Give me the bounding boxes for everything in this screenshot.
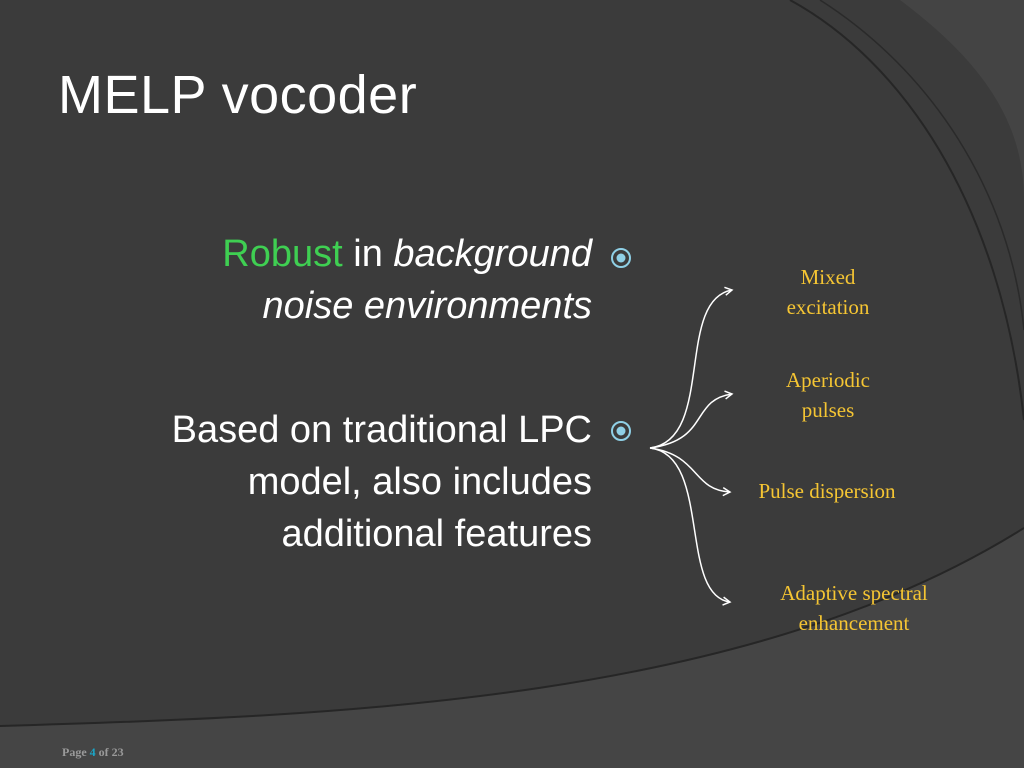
bullet-lpc-model: Based on traditional LPC model, also inc… [92, 404, 592, 560]
page-separator: of [98, 745, 109, 759]
feature-adaptive-spectral-enhancement: Adaptive spectral enhancement [748, 578, 960, 638]
feature-label: enhancement [798, 611, 910, 635]
circled-dot-icon [611, 248, 631, 268]
total-pages: 23 [111, 745, 124, 759]
slide-title: MELP vocoder [58, 65, 418, 125]
feature-label: excitation [786, 295, 870, 319]
feature-aperiodic-pulses: Aperiodic pulses [752, 365, 904, 425]
feature-label: Adaptive spectral [780, 581, 928, 605]
bullet-italic-text: noise environments [262, 285, 592, 327]
feature-mixed-excitation: Mixed excitation [758, 262, 898, 322]
feature-label: Mixed [800, 265, 856, 289]
current-page-number: 4 [89, 745, 96, 759]
feature-label: Pulse dispersion [758, 479, 896, 503]
feature-label: pulses [801, 398, 855, 422]
bullet-italic-text: background [393, 233, 592, 275]
bullet-text: additional features [281, 513, 592, 555]
bullet-text: in [342, 233, 394, 275]
page-counter: Page 4 of 23 [62, 745, 124, 760]
bullet-text: model, also includes [247, 461, 592, 503]
bullet-robust: Robust in background noise environments [132, 228, 592, 332]
circled-dot-icon [611, 421, 631, 441]
highlight-word: Robust [222, 233, 343, 275]
feature-pulse-dispersion: Pulse dispersion [732, 476, 922, 506]
bullet-text: Based on traditional LPC [171, 409, 592, 451]
page-prefix: Page [62, 745, 87, 759]
feature-label: Aperiodic [786, 368, 870, 392]
